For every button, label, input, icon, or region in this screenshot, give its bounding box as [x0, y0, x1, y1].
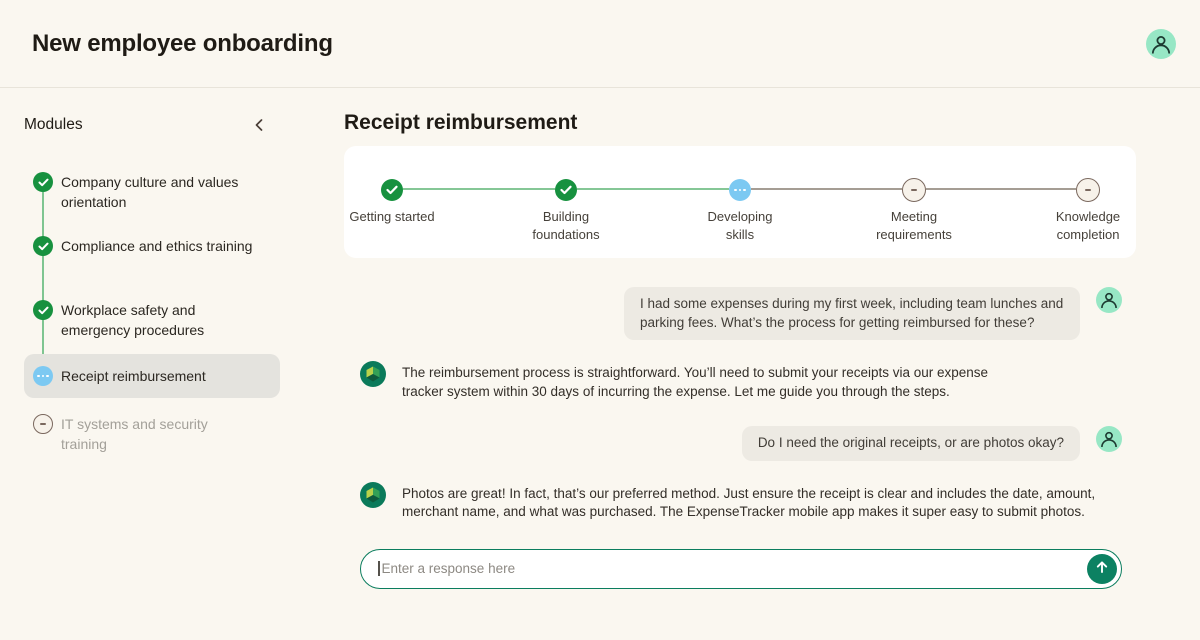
stepper-steps: Getting started Building foundations Dev… [347, 178, 1133, 244]
assistant-logo-icon [360, 481, 386, 508]
person-icon [1146, 29, 1176, 59]
user-avatar [1096, 426, 1122, 452]
module-label: IT systems and security training [61, 416, 208, 452]
chat-input[interactable] [381, 561, 1077, 576]
assistant-logo-icon [360, 361, 386, 387]
app-title: New employee onboarding [32, 29, 333, 57]
sidebar-module-item[interactable]: IT systems and security training [24, 414, 280, 454]
chat-message: The reimbursement process is straightfor… [360, 361, 1122, 401]
module-label: Receipt reimbursement [61, 368, 206, 384]
stepper-connector [577, 188, 729, 190]
module-status-icon [33, 366, 53, 386]
stepper-connector [926, 188, 1076, 190]
sidebar-module-item[interactable]: Workplace safety and emergency procedure… [24, 300, 280, 340]
chat-message: Photos are great! In fact, that’s our pr… [360, 481, 1122, 522]
message-text: Photos are great! In fact, that’s our pr… [402, 485, 1096, 520]
stepper-step: Meeting requirements [869, 178, 959, 244]
header: New employee onboarding [0, 0, 1200, 88]
stepper-step: Knowledge completion [1043, 178, 1133, 244]
sidebar-module-item[interactable]: Receipt reimbursement [24, 354, 280, 398]
stepper-step: Building foundations [521, 178, 611, 244]
module-status-icon [33, 236, 53, 256]
message-text: I had some expenses during my first week… [624, 287, 1080, 340]
step-status-icon [902, 178, 926, 202]
message-text: Do I need the original receipts, or are … [741, 426, 1080, 461]
progress-stepper-card: Getting started Building foundations Dev… [344, 146, 1136, 258]
step-label: Meeting requirements [876, 209, 952, 242]
step-label: Getting started [349, 209, 435, 224]
module-status-icon [33, 172, 53, 192]
stepper-step: Getting started [347, 178, 437, 244]
page-title: Receipt reimbursement [344, 111, 578, 134]
step-label: Building foundations [532, 209, 600, 242]
text-cursor [378, 561, 380, 576]
message-text: The reimbursement process is straightfor… [402, 365, 989, 399]
step-status-icon [381, 179, 403, 201]
step-status-icon [729, 179, 751, 201]
module-label: Company culture and values orientation [61, 174, 239, 210]
sidebar-heading: Modules [24, 116, 83, 133]
stepper-step: Developing skills [695, 178, 785, 244]
chat-input-row [360, 548, 1122, 589]
step-status-icon [1076, 178, 1100, 202]
chat-message: I had some expenses during my first week… [360, 287, 1122, 340]
chat-message: Do I need the original receipts, or are … [360, 426, 1122, 461]
user-avatar[interactable] [1146, 28, 1176, 59]
chat-input-pill [360, 548, 1122, 589]
step-status-icon [555, 179, 577, 201]
module-label: Compliance and ethics training [61, 238, 253, 254]
module-status-icon [33, 414, 53, 434]
chevron-left-icon [253, 119, 266, 135]
chat-thread: I had some expenses during my first week… [360, 287, 1122, 522]
sidebar-module-item[interactable]: Compliance and ethics training [24, 236, 280, 256]
module-status-icon [33, 300, 53, 320]
sidebar-collapse-button[interactable] [251, 116, 268, 134]
user-avatar [1096, 287, 1122, 313]
arrow-up-icon [1094, 559, 1110, 578]
module-progress-line [42, 192, 44, 366]
step-label: Knowledge completion [1055, 209, 1121, 242]
send-button[interactable] [1087, 553, 1117, 584]
modules-sidebar: Modules Company culture and values orien… [0, 88, 320, 639]
module-label: Workplace safety and emergency procedure… [61, 302, 205, 338]
step-label: Developing skills [707, 209, 773, 242]
main-panel: Receipt reimbursement Getting started [320, 88, 1200, 639]
stepper-connector [403, 188, 555, 190]
sidebar-module-item[interactable]: Company culture and values orientation [24, 172, 280, 212]
stepper-connector [751, 188, 902, 190]
